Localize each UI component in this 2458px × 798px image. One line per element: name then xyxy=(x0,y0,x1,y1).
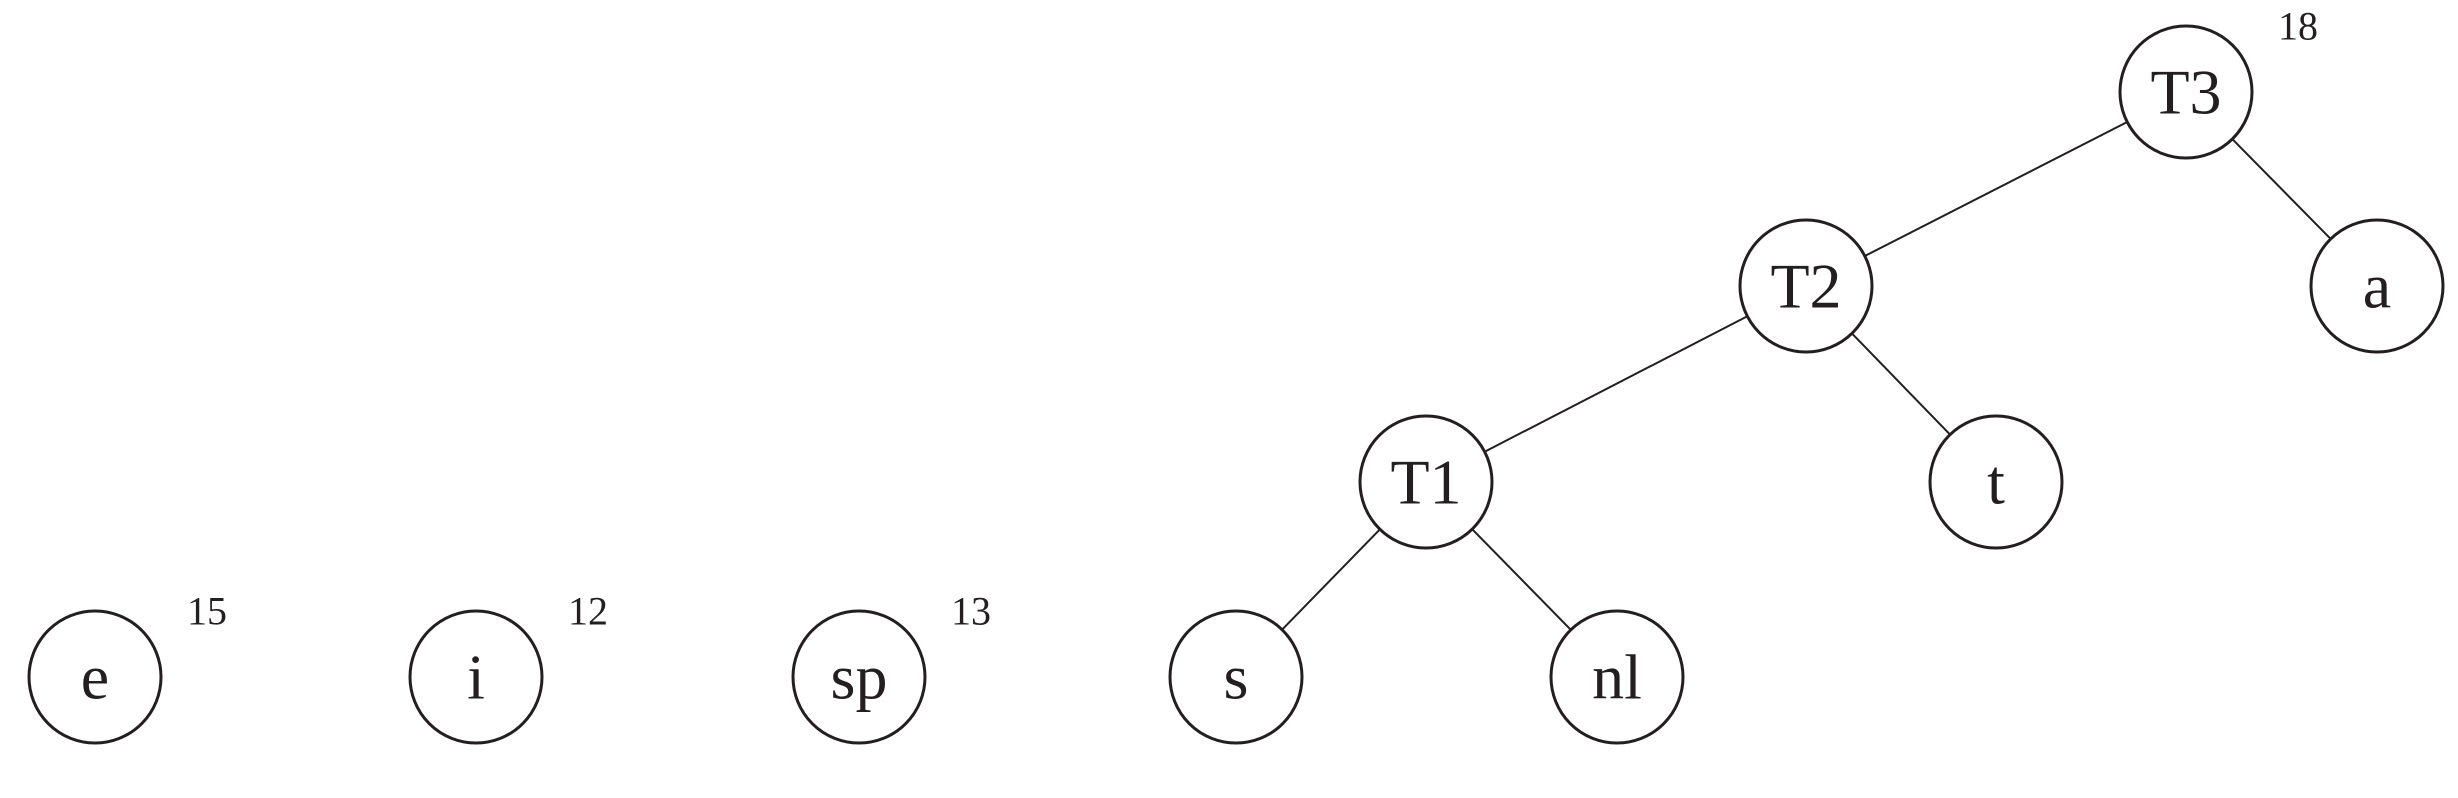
node-weight-label: 12 xyxy=(568,589,608,634)
node-s: s xyxy=(1168,609,1304,745)
edge-T1-s xyxy=(1281,528,1381,631)
node-t: t xyxy=(1928,414,2064,550)
node-circle xyxy=(1168,609,1304,745)
node-circle xyxy=(1928,414,2064,550)
node-i: i 12 xyxy=(408,589,608,745)
node-nl: nl xyxy=(1549,609,1685,745)
node-label: s xyxy=(1224,642,1249,713)
node-label: nl xyxy=(1592,642,1642,713)
node-weight-label: 18 xyxy=(2278,4,2318,49)
edge-T3-T2 xyxy=(1864,121,2128,257)
edge-T3-a xyxy=(2231,138,2332,240)
node-weight-label: 13 xyxy=(951,589,991,634)
node-label: T3 xyxy=(2150,57,2221,128)
node-a: a xyxy=(2309,218,2445,354)
node-label: i xyxy=(467,642,485,713)
node-sp: sp 13 xyxy=(791,589,991,745)
node-label: t xyxy=(1987,447,2005,518)
node-label: sp xyxy=(831,642,888,713)
node-T1: T1 xyxy=(1358,414,1494,550)
node-circle xyxy=(408,609,544,745)
node-e: e 15 xyxy=(27,589,227,745)
edge-T2-t xyxy=(1851,332,1951,436)
node-T3: T3 18 xyxy=(2118,4,2318,160)
edge-T2-T1 xyxy=(1484,315,1748,453)
node-circle xyxy=(791,609,927,745)
node-label: a xyxy=(2363,251,2391,322)
node-label: T2 xyxy=(1770,251,1841,322)
node-circle xyxy=(2309,218,2445,354)
node-circle xyxy=(1738,218,1874,354)
node-label: T1 xyxy=(1390,447,1461,518)
node-circle xyxy=(27,609,163,745)
edge-T1-nl xyxy=(1471,528,1572,631)
node-circle xyxy=(1358,414,1494,550)
node-weight-label: 15 xyxy=(187,589,227,634)
nodes-layer: e 15 i 12 sp 13 s nl T1 t T2 a T3 18 xyxy=(27,4,2445,745)
node-label: e xyxy=(81,642,109,713)
node-circle xyxy=(2118,24,2254,160)
edges-layer xyxy=(1281,121,2332,631)
node-T2: T2 xyxy=(1738,218,1874,354)
node-circle xyxy=(1549,609,1685,745)
